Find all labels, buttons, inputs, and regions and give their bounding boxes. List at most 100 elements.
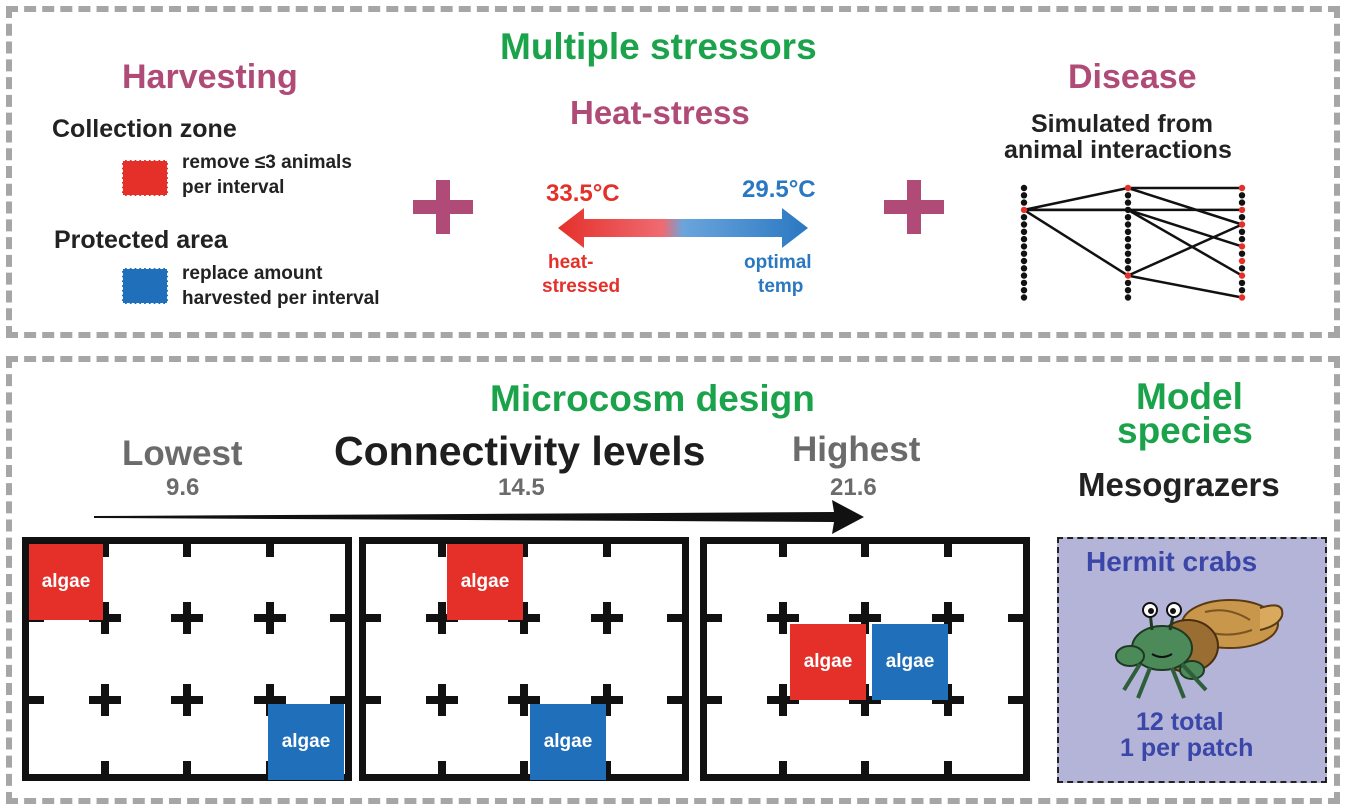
animal-node: [1124, 214, 1132, 221]
optimal-label-1: optimal: [744, 252, 812, 273]
grid-divider: [667, 614, 689, 622]
animal-node: [1020, 228, 1028, 235]
animal-node: [1124, 287, 1132, 294]
crab-count-2: 1 per patch: [1120, 734, 1254, 762]
highest-value: 21.6: [830, 474, 877, 501]
grid-divider: [22, 696, 44, 704]
grid-divider: [861, 761, 869, 781]
grid-divider: [101, 537, 109, 557]
grid-divider: [520, 537, 528, 557]
grid-divider: [944, 537, 952, 557]
animal-node: [1020, 235, 1028, 243]
algae-label: algae: [885, 651, 935, 672]
grid-divider: [266, 602, 274, 634]
animal-node: [1238, 235, 1246, 243]
algae-patch-collection: algae: [29, 544, 103, 620]
crab-count-1: 12 total: [1136, 708, 1224, 736]
animal-node: [1124, 294, 1132, 301]
animal-node: [1238, 272, 1246, 279]
animal-node: [1124, 265, 1132, 272]
algae-label: algae: [281, 731, 331, 752]
hermit-crabs-label: Hermit crabs: [1086, 546, 1258, 577]
lowest-label: Lowest: [122, 434, 243, 473]
grid-divider: [266, 537, 274, 557]
grid-divider: [520, 761, 528, 781]
animal-node: [1020, 221, 1028, 228]
animal-node: [1238, 192, 1246, 199]
animal-node: [1238, 257, 1246, 265]
heat-stressed-label-2: stressed: [542, 276, 621, 297]
hermit-crab-icon: [1115, 599, 1284, 699]
protected-area-swatch: [122, 268, 168, 304]
grid-divider: [779, 684, 787, 716]
grid-divider: [667, 696, 689, 704]
animal-node: [1124, 243, 1132, 250]
interaction-edge: [1127, 208, 1243, 277]
grid-divider: [330, 614, 352, 622]
stressors-panel: [6, 6, 1340, 338]
animal-node: [1020, 206, 1028, 214]
grid-divider: [861, 684, 869, 716]
animal-node: [1124, 206, 1132, 214]
animal-node: [1124, 192, 1132, 199]
animal-node: [1238, 199, 1246, 206]
grid-middle: [359, 537, 689, 781]
animal-node: [1238, 294, 1246, 301]
grid-divider: [183, 602, 191, 634]
animal-node: [1238, 228, 1246, 235]
connectivity-heading: Connectivity levels: [334, 428, 706, 474]
animal-node: [1124, 199, 1132, 206]
algae-patch-collection: algae: [790, 624, 866, 700]
collection-zone-desc-2: per interval: [182, 177, 285, 198]
grid-divider: [438, 537, 446, 557]
disease-heading: Disease: [1068, 58, 1197, 96]
grid-divider: [183, 684, 191, 716]
animal-node: [1124, 250, 1132, 257]
animal-node: [1124, 221, 1132, 228]
algae-label: algae: [543, 731, 593, 752]
animal-node: [1020, 287, 1028, 294]
hot-temp-label: 33.5°C: [546, 180, 620, 207]
middle-value: 14.5: [498, 474, 545, 501]
grid-divider: [1008, 696, 1030, 704]
disease-desc-1: Simulated from: [1031, 110, 1213, 138]
grid-divider: [603, 537, 611, 557]
grid-divider: [330, 696, 352, 704]
grid-divider: [944, 761, 952, 781]
interaction-edge: [1023, 208, 1129, 277]
grid-divider: [861, 537, 869, 557]
grid-divider: [779, 761, 787, 781]
animal-node: [1124, 228, 1132, 235]
plus-icon: [884, 180, 944, 234]
grid-divider: [101, 684, 109, 716]
interaction-edge: [1127, 223, 1243, 277]
animal-node: [1124, 279, 1132, 287]
grid-divider: [603, 684, 611, 716]
animal-node: [1020, 214, 1028, 221]
algae-patch-collection: algae: [447, 544, 523, 620]
plus-icon: [413, 180, 473, 234]
interaction-edge: [1023, 186, 1129, 212]
grid-divider: [266, 684, 274, 716]
collection-zone-label: Collection zone: [52, 115, 237, 143]
animal-node: [1238, 279, 1246, 287]
animal-node: [1238, 250, 1246, 257]
animal-node: [1020, 199, 1028, 206]
optimal-label-2: temp: [758, 276, 804, 297]
animal-node: [1238, 243, 1246, 250]
animal-node: [1238, 221, 1246, 228]
animal-node: [1020, 272, 1028, 279]
double-arrow-icon: [558, 208, 808, 248]
network-icon: [1020, 184, 1246, 301]
grid-divider: [700, 696, 722, 704]
grid-divider: [359, 614, 381, 622]
animal-node: [1020, 279, 1028, 287]
lowest-value: 9.6: [166, 474, 200, 501]
animal-node: [1238, 214, 1246, 221]
grid-divider: [183, 761, 191, 781]
grid-divider: [101, 761, 109, 781]
grid-divider: [1008, 614, 1030, 622]
animal-node: [1020, 250, 1028, 257]
grid-divider: [603, 761, 611, 781]
stressors-title: Multiple stressors: [500, 26, 817, 67]
